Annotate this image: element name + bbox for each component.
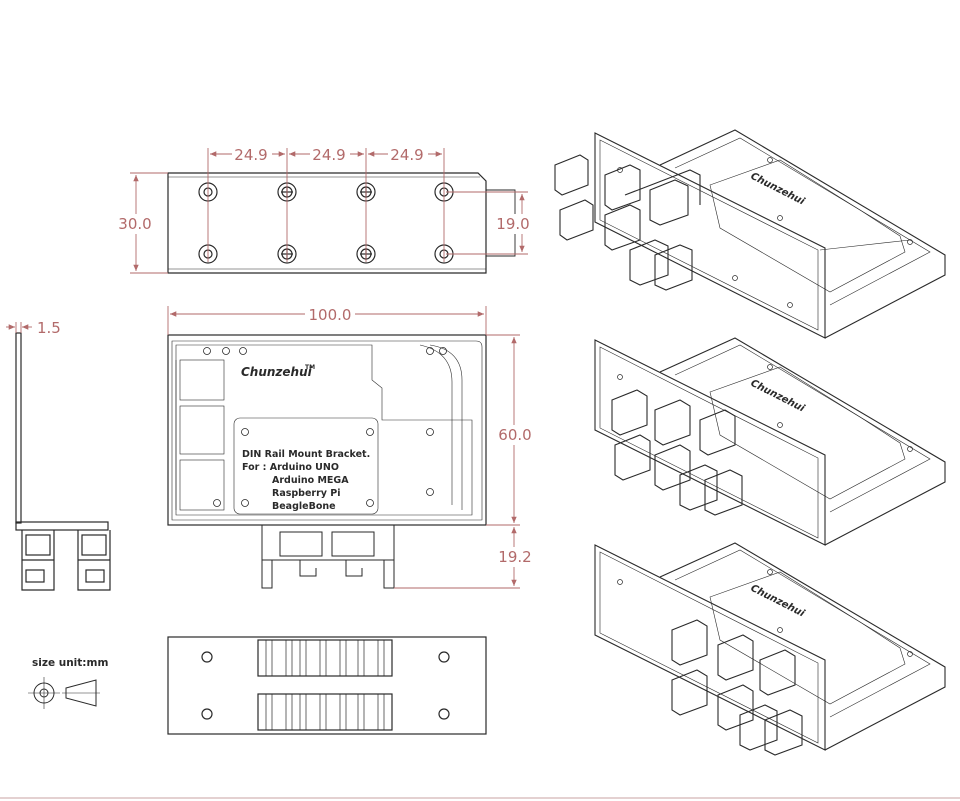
iso-brand-3: Chunzehui — [749, 583, 807, 620]
iso-brand-1: Chunzehui — [749, 171, 807, 208]
label-line-3: Arduino MEGA — [272, 475, 349, 486]
dim-height-top: 30.0 — [118, 215, 151, 233]
dim-height-front: 60.0 — [498, 426, 531, 444]
top-view-dimensions — [130, 148, 528, 274]
label-line-2: For : Arduino UNO — [242, 462, 339, 473]
label-line-4: Raspberry Pi — [272, 488, 341, 499]
units-legend: size unit:mm — [28, 657, 108, 709]
din-rail-clip — [261, 525, 395, 589]
dim-pitch-1: 24.9 — [234, 146, 267, 164]
front-view — [167, 334, 487, 589]
projection-symbol-icon — [28, 677, 100, 709]
dim-rail-depth: 19.2 — [498, 548, 531, 566]
isometric-view-3: Chunzehui — [594, 542, 946, 756]
brand-trademark: TM — [305, 364, 315, 371]
label-line-5: BeagleBone — [272, 501, 336, 512]
bottom-view — [167, 636, 487, 735]
dim-pitch-3: 24.9 — [390, 146, 423, 164]
units-label: size unit:mm — [32, 657, 108, 669]
top-view — [167, 172, 516, 274]
label-line-1: DIN Rail Mount Bracket. — [242, 449, 370, 460]
dim-width: 100.0 — [309, 306, 352, 324]
front-view-dimensions — [167, 306, 520, 589]
dim-hole-spacing: 19.0 — [496, 215, 529, 233]
dim-thickness: 1.5 — [37, 319, 61, 337]
isometric-view-1: Chunzehui — [554, 129, 946, 339]
dim-pitch-2: 24.9 — [312, 146, 345, 164]
isometric-view-2: Chunzehui — [594, 337, 946, 546]
side-view — [15, 332, 111, 591]
iso-brand-2: Chunzehui — [749, 378, 807, 415]
side-view-dimensions — [6, 322, 32, 333]
brand-name: Chunzehui — [241, 365, 313, 379]
